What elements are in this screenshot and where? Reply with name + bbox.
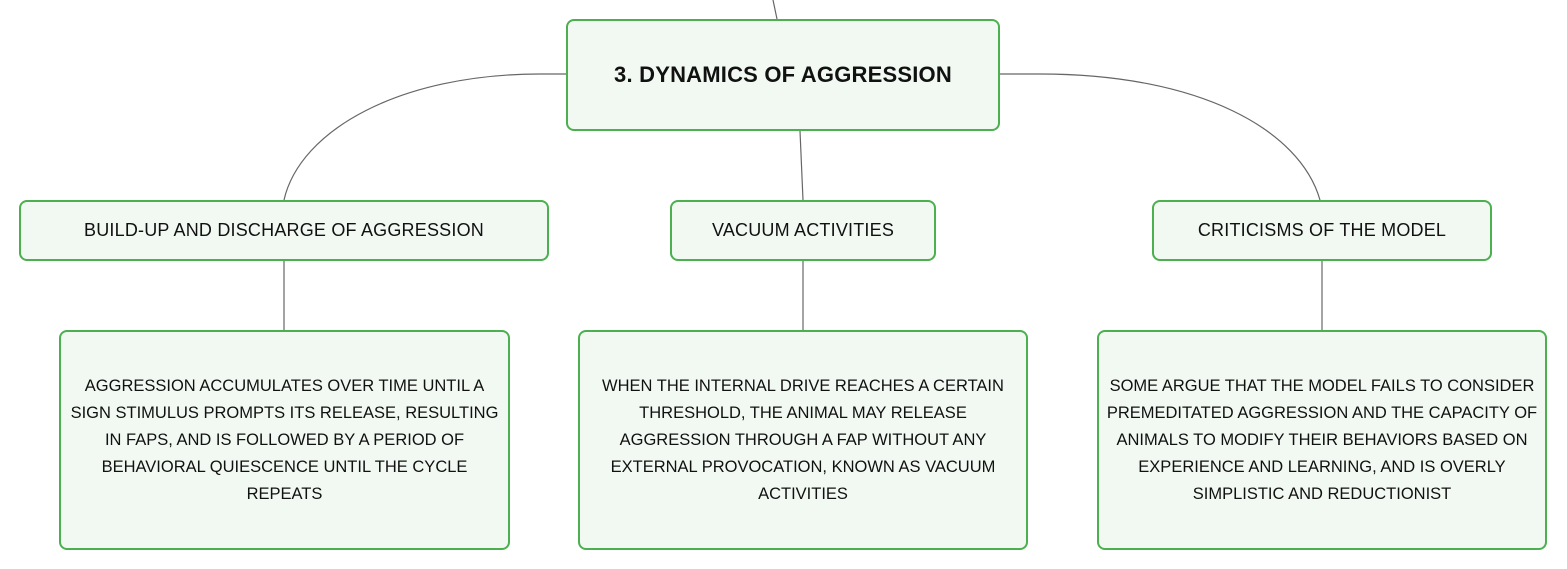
detail-node-criticisms[interactable]: SOME ARGUE THAT THE MODEL FAILS TO CONSI…	[1097, 330, 1547, 550]
connector-root-to-criticisms	[1000, 73, 1321, 201]
root-node-label: 3. DYNAMICS OF AGGRESSION	[614, 62, 952, 87]
connector-root-to-vacuum	[799, 130, 804, 201]
detail-node-vacuum-activities[interactable]: WHEN THE INTERNAL DRIVE REACHES A CERTAI…	[578, 330, 1028, 550]
detail-node-text: WHEN THE INTERNAL DRIVE REACHES A CERTAI…	[602, 376, 1004, 503]
topic-node-build-up[interactable]: BUILD-UP AND DISCHARGE OF AGGRESSION	[19, 200, 549, 261]
detail-node-text: SOME ARGUE THAT THE MODEL FAILS TO CONSI…	[1106, 376, 1538, 503]
topic-node-label: VACUUM ACTIVITIES	[711, 220, 895, 240]
detail-node-build-up[interactable]: AGGRESSION ACCUMULATES OVER TIME UNTIL A…	[59, 330, 510, 550]
connector-root-to-build-up	[283, 73, 566, 201]
detail-node-text: AGGRESSION ACCUMULATES OVER TIME UNTIL A…	[70, 376, 499, 503]
topic-node-vacuum-activities[interactable]: VACUUM ACTIVITIES	[670, 200, 936, 261]
connector-parent-to-root	[772, 0, 778, 20]
root-node[interactable]: 3. DYNAMICS OF AGGRESSION	[566, 19, 1000, 131]
topic-node-label: BUILD-UP AND DISCHARGE OF AGGRESSION	[84, 220, 484, 240]
topic-node-label: CRITICISMS OF THE MODEL	[1197, 220, 1447, 240]
topic-node-criticisms[interactable]: CRITICISMS OF THE MODEL	[1152, 200, 1492, 261]
